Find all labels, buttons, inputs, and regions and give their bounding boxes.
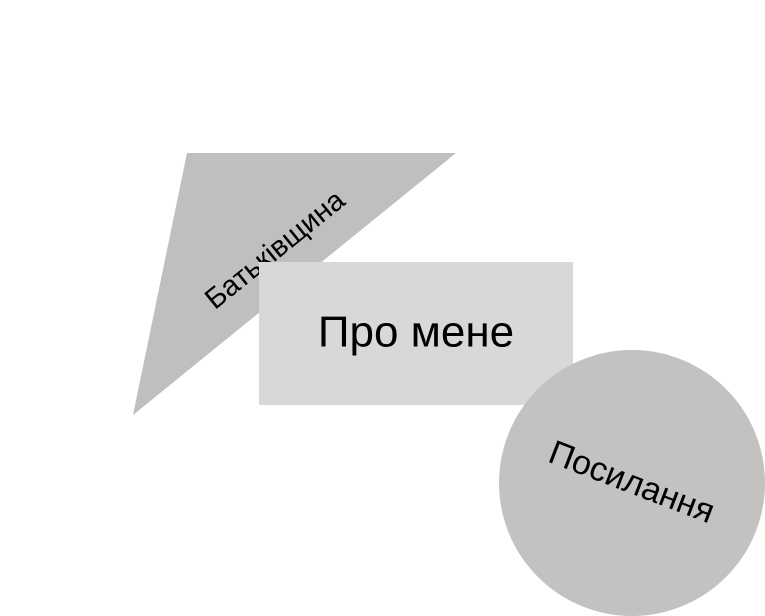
links-circle-shape[interactable] xyxy=(499,350,765,616)
about-rectangle-shape[interactable] xyxy=(259,262,573,405)
nav-item-about[interactable]: Про мене xyxy=(259,262,573,405)
about-label: Про мене xyxy=(318,308,514,357)
nav-item-links[interactable]: Посилання xyxy=(499,350,765,616)
